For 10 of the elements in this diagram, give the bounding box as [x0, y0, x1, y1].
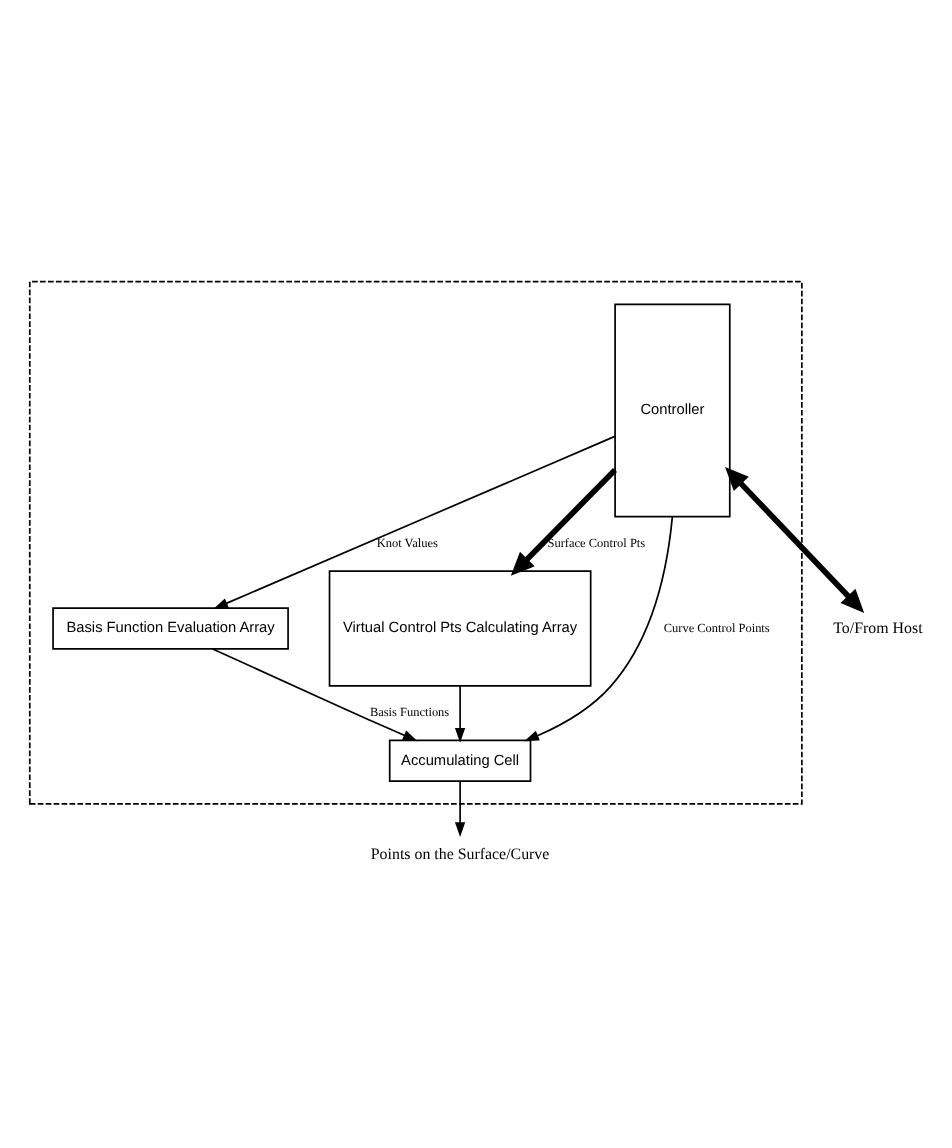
- arrow: [454, 780, 466, 837]
- arrow: [510, 468, 617, 576]
- arrow: [213, 435, 616, 609]
- arrow: [725, 466, 865, 613]
- node-text: Points on the Surface/Curve: [370, 845, 550, 864]
- cluster: [28, 280, 803, 805]
- arrow: [454, 685, 466, 743]
- node-text: To/From Host: [833, 618, 923, 637]
- arrow: [211, 648, 418, 742]
- arrow: [524, 516, 674, 742]
